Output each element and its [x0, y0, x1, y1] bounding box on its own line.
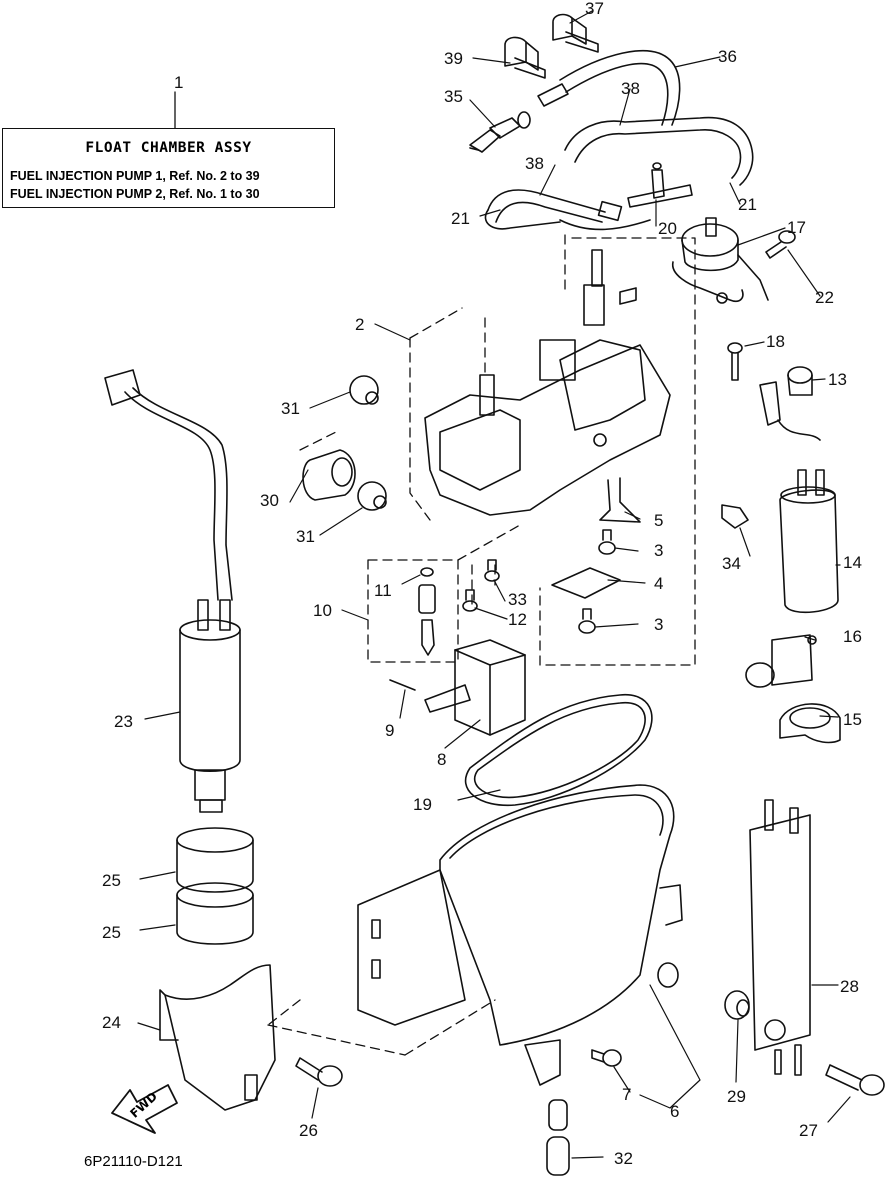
- callout-20: 20: [658, 219, 677, 238]
- callout-36: 36: [718, 47, 737, 66]
- fuel-pump-23-part: [104, 369, 241, 813]
- grommets: [302, 375, 387, 511]
- callout-9: 9: [385, 721, 395, 740]
- dashed-outlines: [267, 234, 696, 1056]
- float-chamber-part: [357, 784, 683, 1086]
- fwd-arrow-icon: [111, 1084, 178, 1134]
- callout-5: 5: [654, 511, 664, 530]
- title-box: FLOAT CHAMBER ASSY FUEL INJECTION PUMP 1…: [2, 128, 335, 208]
- callout-18: 18: [766, 332, 785, 351]
- callout-37: 37: [585, 0, 604, 18]
- callout-2: 2: [355, 315, 365, 334]
- callout-19: 19: [413, 795, 432, 814]
- callout-30: 30: [260, 491, 279, 510]
- callout-21: 21: [738, 195, 757, 214]
- fuel-filter-part: [749, 799, 811, 1076]
- callout-23: 23: [114, 712, 133, 731]
- needle-valve-set: [418, 567, 436, 656]
- drain-screw-part: [591, 1049, 622, 1067]
- callout-4: 4: [654, 574, 664, 593]
- fuel-hoses: [484, 49, 754, 231]
- callout-16: 16: [843, 627, 862, 646]
- leader-lines: [137, 10, 851, 1159]
- callout-13: 13: [828, 370, 847, 389]
- callout-34: 34: [722, 554, 741, 573]
- callout-27: 27: [799, 1121, 818, 1140]
- callout-3: 3: [654, 541, 664, 560]
- title-line-1: FUEL INJECTION PUMP 1, Ref. No. 2 to 39: [10, 169, 260, 183]
- callout-3: 3: [654, 615, 664, 634]
- callout-26: 26: [299, 1121, 318, 1140]
- callout-1: 1: [174, 73, 184, 92]
- callout-24: 24: [102, 1013, 121, 1032]
- bolt-26-part: [295, 1057, 343, 1087]
- callout-31: 31: [296, 527, 315, 546]
- t-joint-part: [627, 162, 693, 208]
- grommet-29-part: [724, 990, 750, 1020]
- callout-7: 7: [622, 1085, 632, 1104]
- title-heading: FLOAT CHAMBER ASSY: [85, 140, 252, 156]
- bands-25-part: [176, 827, 254, 945]
- callout-33: 33: [508, 590, 527, 609]
- callout-31: 31: [281, 399, 300, 418]
- float-part: [389, 639, 526, 736]
- pump-bracket-assembly: [424, 249, 671, 516]
- callout-38: 38: [621, 79, 640, 98]
- title-line-2: FUEL INJECTION PUMP 2, Ref. No. 1 to 30: [10, 187, 260, 201]
- callout-15: 15: [843, 710, 862, 729]
- callout-12: 12: [508, 610, 527, 629]
- callout-11: 11: [374, 581, 392, 600]
- bolt-27-part: [825, 1064, 885, 1096]
- hose-fitting-part: [469, 111, 531, 153]
- bolts-small: [727, 230, 796, 381]
- pressure-regulator-part: [672, 217, 769, 304]
- callout-25: 25: [102, 923, 121, 942]
- screw-34-part: [721, 504, 749, 529]
- callout-28: 28: [840, 977, 859, 996]
- callout-6: 6: [670, 1102, 680, 1121]
- callout-8: 8: [437, 750, 447, 769]
- callout-21: 21: [451, 209, 470, 228]
- callout-25: 25: [102, 871, 121, 890]
- drain-hose-part: [546, 1099, 570, 1176]
- hose-clamp-parts: [504, 13, 599, 79]
- diagram-code: 6P21110-D121: [84, 1153, 183, 1170]
- right-side-pump-parts: [745, 366, 841, 744]
- callout-29: 29: [727, 1087, 746, 1106]
- clips-and-screws: [462, 477, 641, 634]
- callout-38: 38: [525, 154, 544, 173]
- callout-14: 14: [843, 553, 862, 572]
- callout-10: 10: [313, 601, 332, 620]
- callout-32: 32: [614, 1149, 633, 1168]
- callout-22: 22: [815, 288, 834, 307]
- callout-35: 35: [444, 87, 463, 106]
- bracket-24-part: [159, 964, 276, 1111]
- callout-39: 39: [444, 49, 463, 68]
- gasket-part: [464, 694, 653, 807]
- callout-17: 17: [787, 218, 806, 237]
